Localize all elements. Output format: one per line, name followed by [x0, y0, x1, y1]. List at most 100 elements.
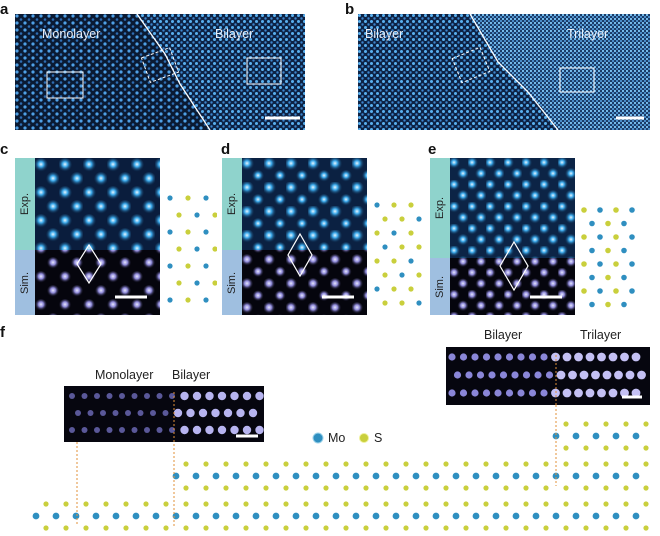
s-atom [398, 243, 406, 251]
inset-atom [579, 370, 589, 380]
s-atom [407, 201, 415, 209]
inset-atom [217, 391, 227, 401]
inset-atom [522, 371, 531, 379]
s-atom [381, 299, 389, 307]
inset-atom [448, 353, 456, 361]
mo-atom [191, 511, 201, 521]
s-atom [604, 300, 612, 309]
s-atom [562, 420, 570, 428]
inset-atom [505, 353, 514, 361]
mo-atom [191, 471, 201, 481]
mo-atom [620, 219, 628, 228]
s-atom [211, 211, 217, 219]
inset-atom [94, 427, 100, 433]
s-atom [580, 206, 588, 214]
panel-label-d: d [221, 141, 231, 158]
s-atom [222, 484, 230, 492]
s-atom [242, 460, 250, 468]
inset-atom [476, 371, 485, 379]
label-inset1-bilayer: Bilayer [172, 368, 211, 382]
inset-atom [81, 427, 88, 433]
inset-atom [494, 353, 502, 361]
mo-atom [631, 511, 641, 521]
s-atom [342, 524, 350, 532]
mo-atom [588, 246, 596, 255]
mo-atom [193, 211, 201, 219]
s-atom [262, 460, 270, 468]
inset-atom [562, 352, 572, 362]
s-atom [580, 260, 588, 268]
sim-bar-d: Sim. [222, 250, 242, 315]
s-atom [202, 524, 210, 532]
s-atom [390, 201, 398, 209]
s-atom [622, 484, 630, 492]
s-atom [242, 500, 250, 508]
s-atom [502, 500, 510, 508]
sim-label-d: Sim. [226, 271, 238, 294]
s-atom [202, 500, 210, 508]
mo-atom [571, 431, 581, 441]
s-atom [302, 484, 310, 492]
s-atom [182, 484, 190, 492]
inset-atom [494, 389, 502, 397]
inset-atom [499, 371, 508, 379]
s-atom [442, 484, 450, 492]
mo-atom [591, 511, 601, 521]
sim-bar-e: Sim. [430, 258, 450, 315]
s-atom [580, 233, 588, 241]
mo-atom [371, 511, 381, 521]
s-atom [522, 460, 530, 468]
s-atom [102, 500, 110, 508]
s-atom [482, 524, 490, 532]
atomic-model-c [166, 194, 217, 304]
s-atom [522, 484, 530, 492]
mo-atom [31, 511, 41, 521]
s-atom [462, 460, 470, 468]
s-atom [415, 243, 423, 251]
s-atom [407, 285, 415, 293]
inset-atom [540, 353, 548, 361]
inset-atom [205, 425, 214, 435]
mo-atom [381, 243, 389, 251]
s-atom [642, 444, 650, 452]
s-atom [582, 420, 590, 428]
inset-atom [156, 427, 163, 433]
s-atom [604, 273, 612, 282]
s-atom [580, 287, 588, 295]
mo-atom [311, 511, 321, 521]
inset-atom [230, 391, 239, 401]
mo-atom [620, 246, 628, 255]
inset-atom [540, 389, 548, 397]
mo-atom [415, 215, 423, 223]
inset-atom [505, 389, 514, 397]
s-atom [502, 484, 510, 492]
mo-atom [596, 233, 604, 241]
s-atom [162, 500, 170, 508]
inset-atom [255, 425, 264, 435]
inset-atom [574, 352, 583, 362]
mo-atom [491, 471, 501, 481]
s-atom [422, 484, 430, 492]
s-atom [390, 257, 398, 265]
mo-atom [391, 511, 401, 521]
mo-atom [611, 511, 621, 521]
inset-atom [156, 393, 163, 399]
s-atom [612, 287, 620, 295]
s-atom [542, 524, 550, 532]
s-atom [342, 460, 350, 468]
mo-atom [511, 471, 521, 481]
label-inset2-trilayer: Trilayer [580, 328, 622, 342]
inset-atom [255, 391, 264, 401]
mo-atom [620, 300, 628, 309]
s-atom [542, 460, 550, 468]
mo-atom [202, 228, 210, 236]
panel-label-c: c [0, 141, 9, 158]
mo-atom [390, 229, 398, 237]
mo-atom [588, 273, 596, 282]
inset-atom [620, 388, 629, 398]
mo-atom [231, 511, 241, 521]
mo-atom [51, 511, 61, 521]
s-atom [122, 524, 130, 532]
mo-atom [628, 206, 636, 214]
mo-atom [231, 471, 241, 481]
